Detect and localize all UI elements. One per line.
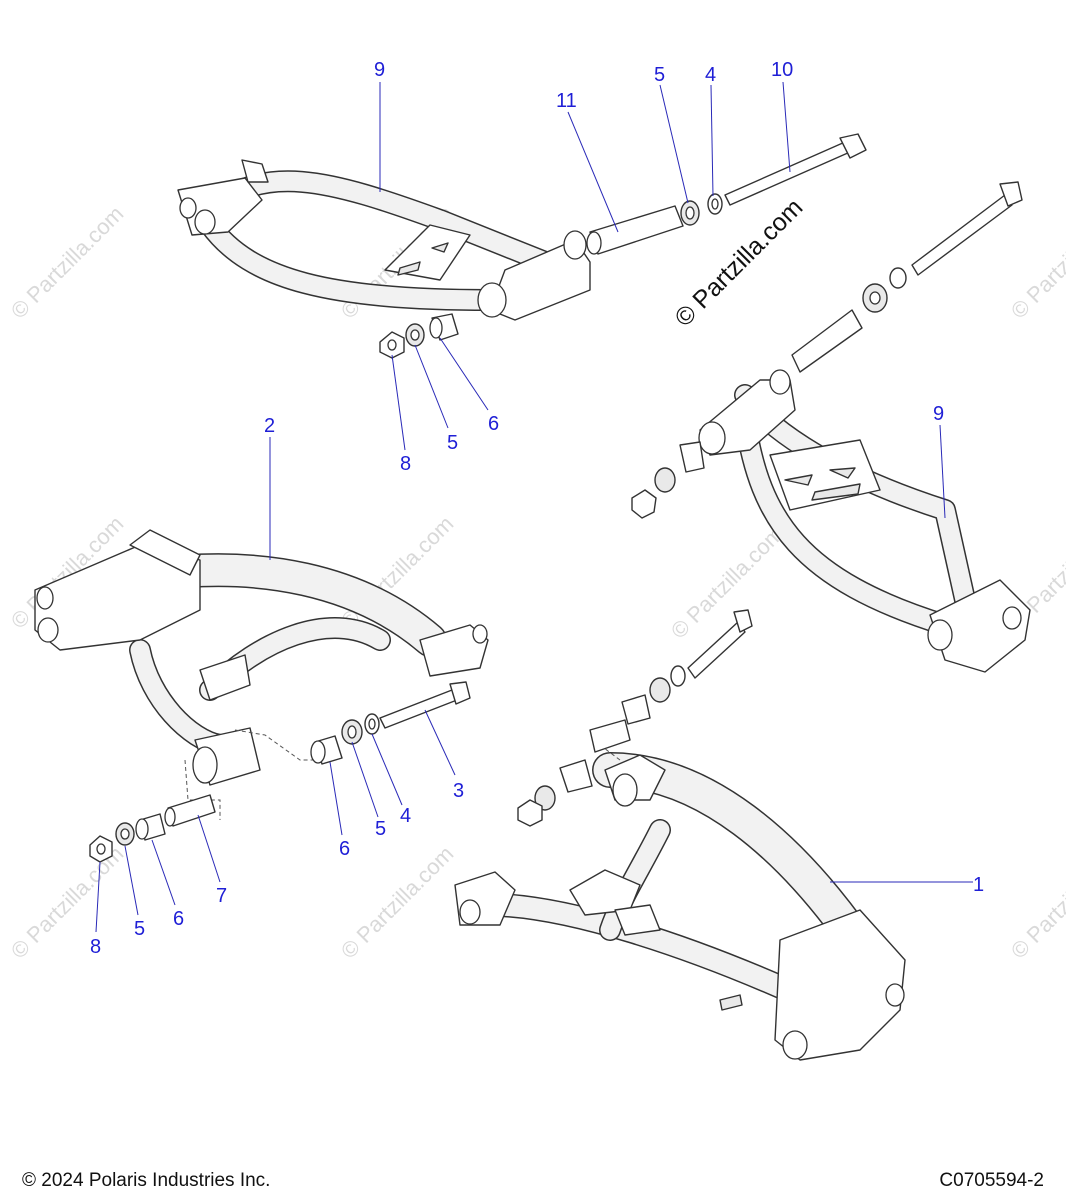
callout-lower-left-washer-a: 5 [375, 818, 386, 840]
callout-upper-left-bolt: 10 [771, 59, 793, 81]
watermark: © Partzilla.com [6, 201, 129, 324]
washer-4-upper[interactable] [707, 193, 723, 215]
nut-8-upper[interactable] [379, 331, 405, 359]
callout-upper-right-arm: 9 [933, 403, 944, 425]
diagram-code: C0705594-2 [939, 1170, 1044, 1191]
washer-5-lower-b[interactable] [115, 822, 135, 846]
watermark: © Partzilla.com [666, 521, 789, 644]
callout-upper-left-washer-c: 5 [447, 432, 458, 454]
leader-lines [95, 81, 973, 933]
callout-upper-left-arm: 9 [374, 59, 385, 81]
watermark: © Partzilla.com [1006, 201, 1066, 324]
callout-lower-left-bolt: 3 [453, 780, 464, 802]
callout-lower-left-nut: 8 [90, 936, 101, 958]
callout-lower-left-arm: 2 [264, 415, 275, 437]
callout-upper-left-sleeve: 11 [556, 90, 577, 112]
watermark: © Partzilla.com [6, 841, 129, 964]
pivot-sleeve-11[interactable] [586, 205, 684, 255]
bushing-6-lower-a[interactable] [310, 735, 343, 765]
watermark: © Partzilla.com [1006, 841, 1066, 964]
callout-labels: 9 11 5 4 10 8 5 6 9 2 3 4 5 6 7 6 5 8 1 [90, 59, 984, 958]
washer-5-upper[interactable] [680, 200, 700, 226]
bushing-6-lower-b[interactable] [135, 813, 166, 841]
nut-8-lower[interactable] [89, 835, 113, 863]
bolt-upper-right[interactable] [911, 181, 1023, 276]
bolt-3[interactable] [379, 681, 471, 729]
callout-upper-left-bushing: 6 [488, 413, 499, 435]
sleeve-7[interactable] [164, 794, 216, 827]
lower-a-arm-right[interactable] [454, 752, 906, 1061]
upper-a-arm-right[interactable] [698, 369, 1031, 673]
upper-a-arm-left[interactable] [177, 159, 591, 321]
callout-lower-left-washer-b: 4 [400, 805, 411, 827]
watermark: © Partzilla.com [336, 841, 459, 964]
callout-upper-left-washer-a: 5 [654, 64, 665, 86]
washer-5-upper-b[interactable] [405, 323, 425, 347]
bushing-stack-upper-right[interactable] [631, 441, 705, 519]
washer-upper-right[interactable] [862, 267, 907, 313]
callout-upper-left-washer-b: 4 [705, 64, 716, 86]
callout-lower-left-washer-c: 5 [134, 918, 145, 940]
callout-lower-left-sleeve: 7 [216, 885, 227, 907]
washer-5-lower-a[interactable] [341, 719, 363, 745]
callout-lower-right-arm: 1 [973, 874, 984, 896]
callout-upper-left-nut: 8 [400, 453, 411, 475]
bolt-10[interactable] [724, 133, 867, 206]
bushing-stack-lower-right[interactable] [517, 609, 753, 827]
copyright-notice: © 2024 Polaris Industries Inc. [22, 1170, 271, 1191]
callout-lower-left-bushing-b: 6 [173, 908, 184, 930]
callout-lower-left-bushing-a: 6 [339, 838, 350, 860]
lower-a-arm-left[interactable] [34, 529, 489, 786]
washer-4-lower[interactable] [364, 713, 380, 735]
assembly-guide-left [234, 729, 320, 761]
bushing-6-upper[interactable] [429, 313, 459, 341]
sleeve-upper-right[interactable] [791, 309, 863, 373]
